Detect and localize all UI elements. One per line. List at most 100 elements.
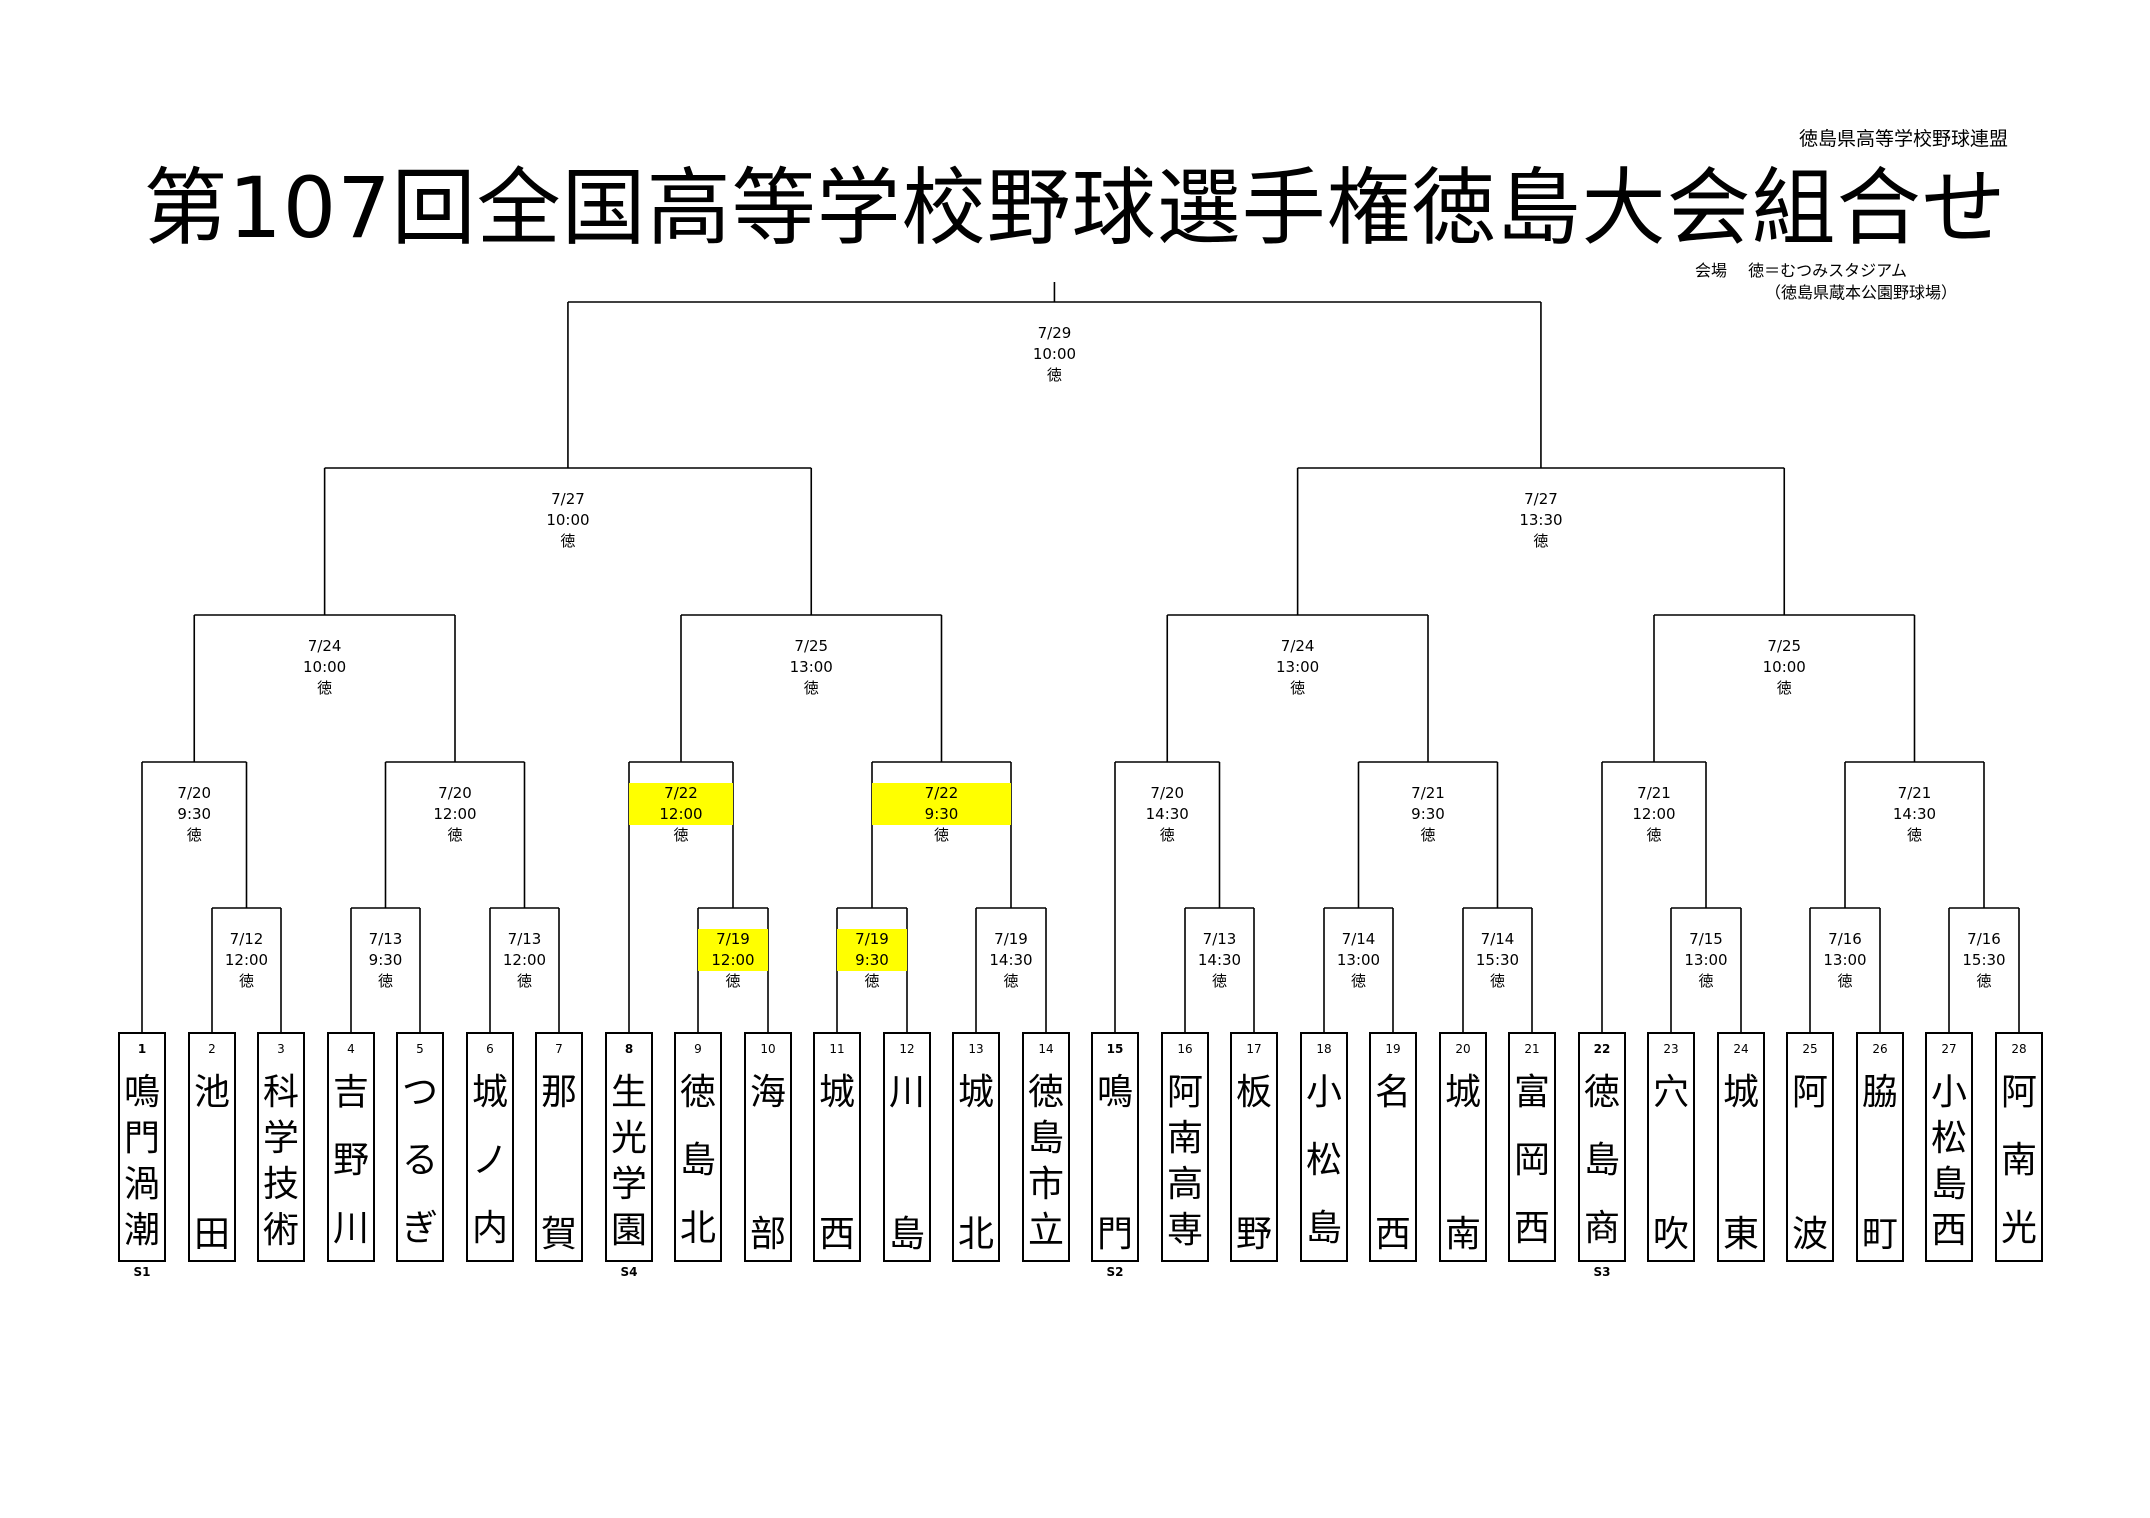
match-venue-r1i: 徳 <box>1490 972 1505 990</box>
match-time-r1l: 15:30 <box>1962 951 2005 969</box>
venue-note: 会場 徳＝むつみスタジアム（徳島県蔵本公園野球場） <box>1695 260 1957 304</box>
match-date-r2g: 7/21 <box>1637 784 1671 802</box>
team-box <box>1647 1032 1695 1262</box>
match-venue-r2g: 徳 <box>1646 826 1661 844</box>
team-name: 海部 <box>749 1072 786 1255</box>
match-time-r2g: 12:00 <box>1632 805 1675 823</box>
match-venue-r1h: 徳 <box>1351 972 1366 990</box>
match-date-r2e: 7/20 <box>1150 784 1184 802</box>
team-box <box>396 1032 444 1262</box>
team-number: 18 <box>1316 1042 1332 1056</box>
seed-mark: S4 <box>620 1265 638 1279</box>
match-time-r1a: 12:00 <box>225 951 268 969</box>
team-number: 14 <box>1038 1042 1054 1056</box>
match-time-r1h: 13:00 <box>1337 951 1380 969</box>
match-time-r2f: 9:30 <box>1411 805 1445 823</box>
match-time-r2a: 9:30 <box>177 805 211 823</box>
team-box <box>188 1032 236 1262</box>
highlight-r2c <box>629 783 733 825</box>
match-venue-r1l: 徳 <box>1976 972 1991 990</box>
match-venue-r1d: 徳 <box>725 972 740 990</box>
match-date-r3a: 7/24 <box>308 637 342 655</box>
match-venue-sfb: 徳 <box>1533 532 1548 550</box>
team-number: 22 <box>1593 1042 1611 1056</box>
team-number: 25 <box>1802 1042 1818 1056</box>
highlight-r1d <box>698 929 768 971</box>
team-box <box>257 1032 305 1262</box>
team-box <box>813 1032 861 1262</box>
match-date-final: 7/29 <box>1038 324 1072 342</box>
team-box <box>744 1032 792 1262</box>
team-number: 21 <box>1524 1042 1540 1056</box>
match-venue-r2h: 徳 <box>1907 826 1922 844</box>
team-number: 28 <box>2011 1042 2027 1056</box>
match-date-r1j: 7/15 <box>1689 930 1723 948</box>
match-date-sfa: 7/27 <box>551 490 585 508</box>
match-venue-r1c: 徳 <box>517 972 532 990</box>
team-box <box>1925 1032 1973 1262</box>
team-box <box>1508 1032 1556 1262</box>
venue-line-1: 会場 徳＝むつみスタジアム <box>1695 261 1907 280</box>
match-date-r2d: 7/22 <box>925 784 959 802</box>
team-name: 板野 <box>1235 1072 1272 1255</box>
match-time-r3d: 10:00 <box>1763 658 1806 676</box>
team-name: 小松島 <box>1305 1072 1342 1249</box>
team-box <box>1230 1032 1278 1262</box>
match-time-r1d: 12:00 <box>711 951 754 969</box>
team-name: 科学技術 <box>262 1072 299 1251</box>
team-name: 城東 <box>1722 1072 1759 1255</box>
team-number: 13 <box>968 1042 984 1056</box>
team-number: 26 <box>1872 1042 1888 1056</box>
team-number: 11 <box>829 1042 845 1056</box>
team-number: 23 <box>1663 1042 1679 1056</box>
team-number: 17 <box>1246 1042 1262 1056</box>
team-box <box>1369 1032 1417 1262</box>
team-name: 徳島市立 <box>1027 1072 1064 1251</box>
match-venue-r2b: 徳 <box>447 826 462 844</box>
team-name: 吉野川 <box>332 1072 369 1249</box>
team-name: 阿南光 <box>2000 1072 2037 1249</box>
match-date-r1a: 7/12 <box>230 930 264 948</box>
match-time-final: 10:00 <box>1033 345 1076 363</box>
match-venue-r1e: 徳 <box>864 972 879 990</box>
team-name: 川島 <box>888 1072 925 1255</box>
match-time-r1g: 14:30 <box>1198 951 1241 969</box>
team-name: 池田 <box>193 1072 230 1255</box>
team-box <box>1439 1032 1487 1262</box>
match-time-r1k: 13:00 <box>1823 951 1866 969</box>
team-name: 城ノ内 <box>471 1072 508 1249</box>
team-number: 15 <box>1106 1042 1124 1056</box>
team-name: 小松島西 <box>1930 1072 1967 1251</box>
match-time-r1i: 15:30 <box>1476 951 1519 969</box>
match-venue-r3b: 徳 <box>804 679 819 697</box>
team-number: 8 <box>624 1042 634 1056</box>
team-number: 16 <box>1177 1042 1193 1056</box>
match-time-r3b: 13:00 <box>790 658 833 676</box>
match-venue-sfa: 徳 <box>560 532 575 550</box>
match-date-r1g: 7/13 <box>1203 930 1237 948</box>
team-number: 10 <box>760 1042 776 1056</box>
match-venue-r2c: 徳 <box>673 826 688 844</box>
match-date-r1b: 7/13 <box>369 930 403 948</box>
team-name: 徳島商 <box>1583 1072 1620 1249</box>
team-box <box>535 1032 583 1262</box>
team-number: 3 <box>277 1042 285 1056</box>
page-title: 第107回全国高等学校野球選手権徳島大会組合せ <box>143 159 2007 257</box>
team-number: 2 <box>208 1042 216 1056</box>
team-name: 城南 <box>1444 1072 1481 1255</box>
team-name: 城北 <box>957 1072 994 1255</box>
match-time-sfa: 10:00 <box>546 511 589 529</box>
team-number: 27 <box>1941 1042 1957 1056</box>
match-venue-final: 徳 <box>1047 366 1062 384</box>
team-name: つるぎ <box>401 1072 438 1249</box>
team-name: 生光学園 <box>610 1072 647 1251</box>
match-date-r3d: 7/25 <box>1767 637 1801 655</box>
team-name: 富岡西 <box>1513 1072 1550 1249</box>
highlight-r2d <box>872 783 1011 825</box>
match-venue-r1g: 徳 <box>1212 972 1227 990</box>
match-date-r2b: 7/20 <box>438 784 472 802</box>
team-box <box>1300 1032 1348 1262</box>
match-date-r1f: 7/19 <box>994 930 1028 948</box>
team-name: 鳴門渦潮 <box>123 1072 160 1251</box>
match-time-r2e: 14:30 <box>1146 805 1189 823</box>
